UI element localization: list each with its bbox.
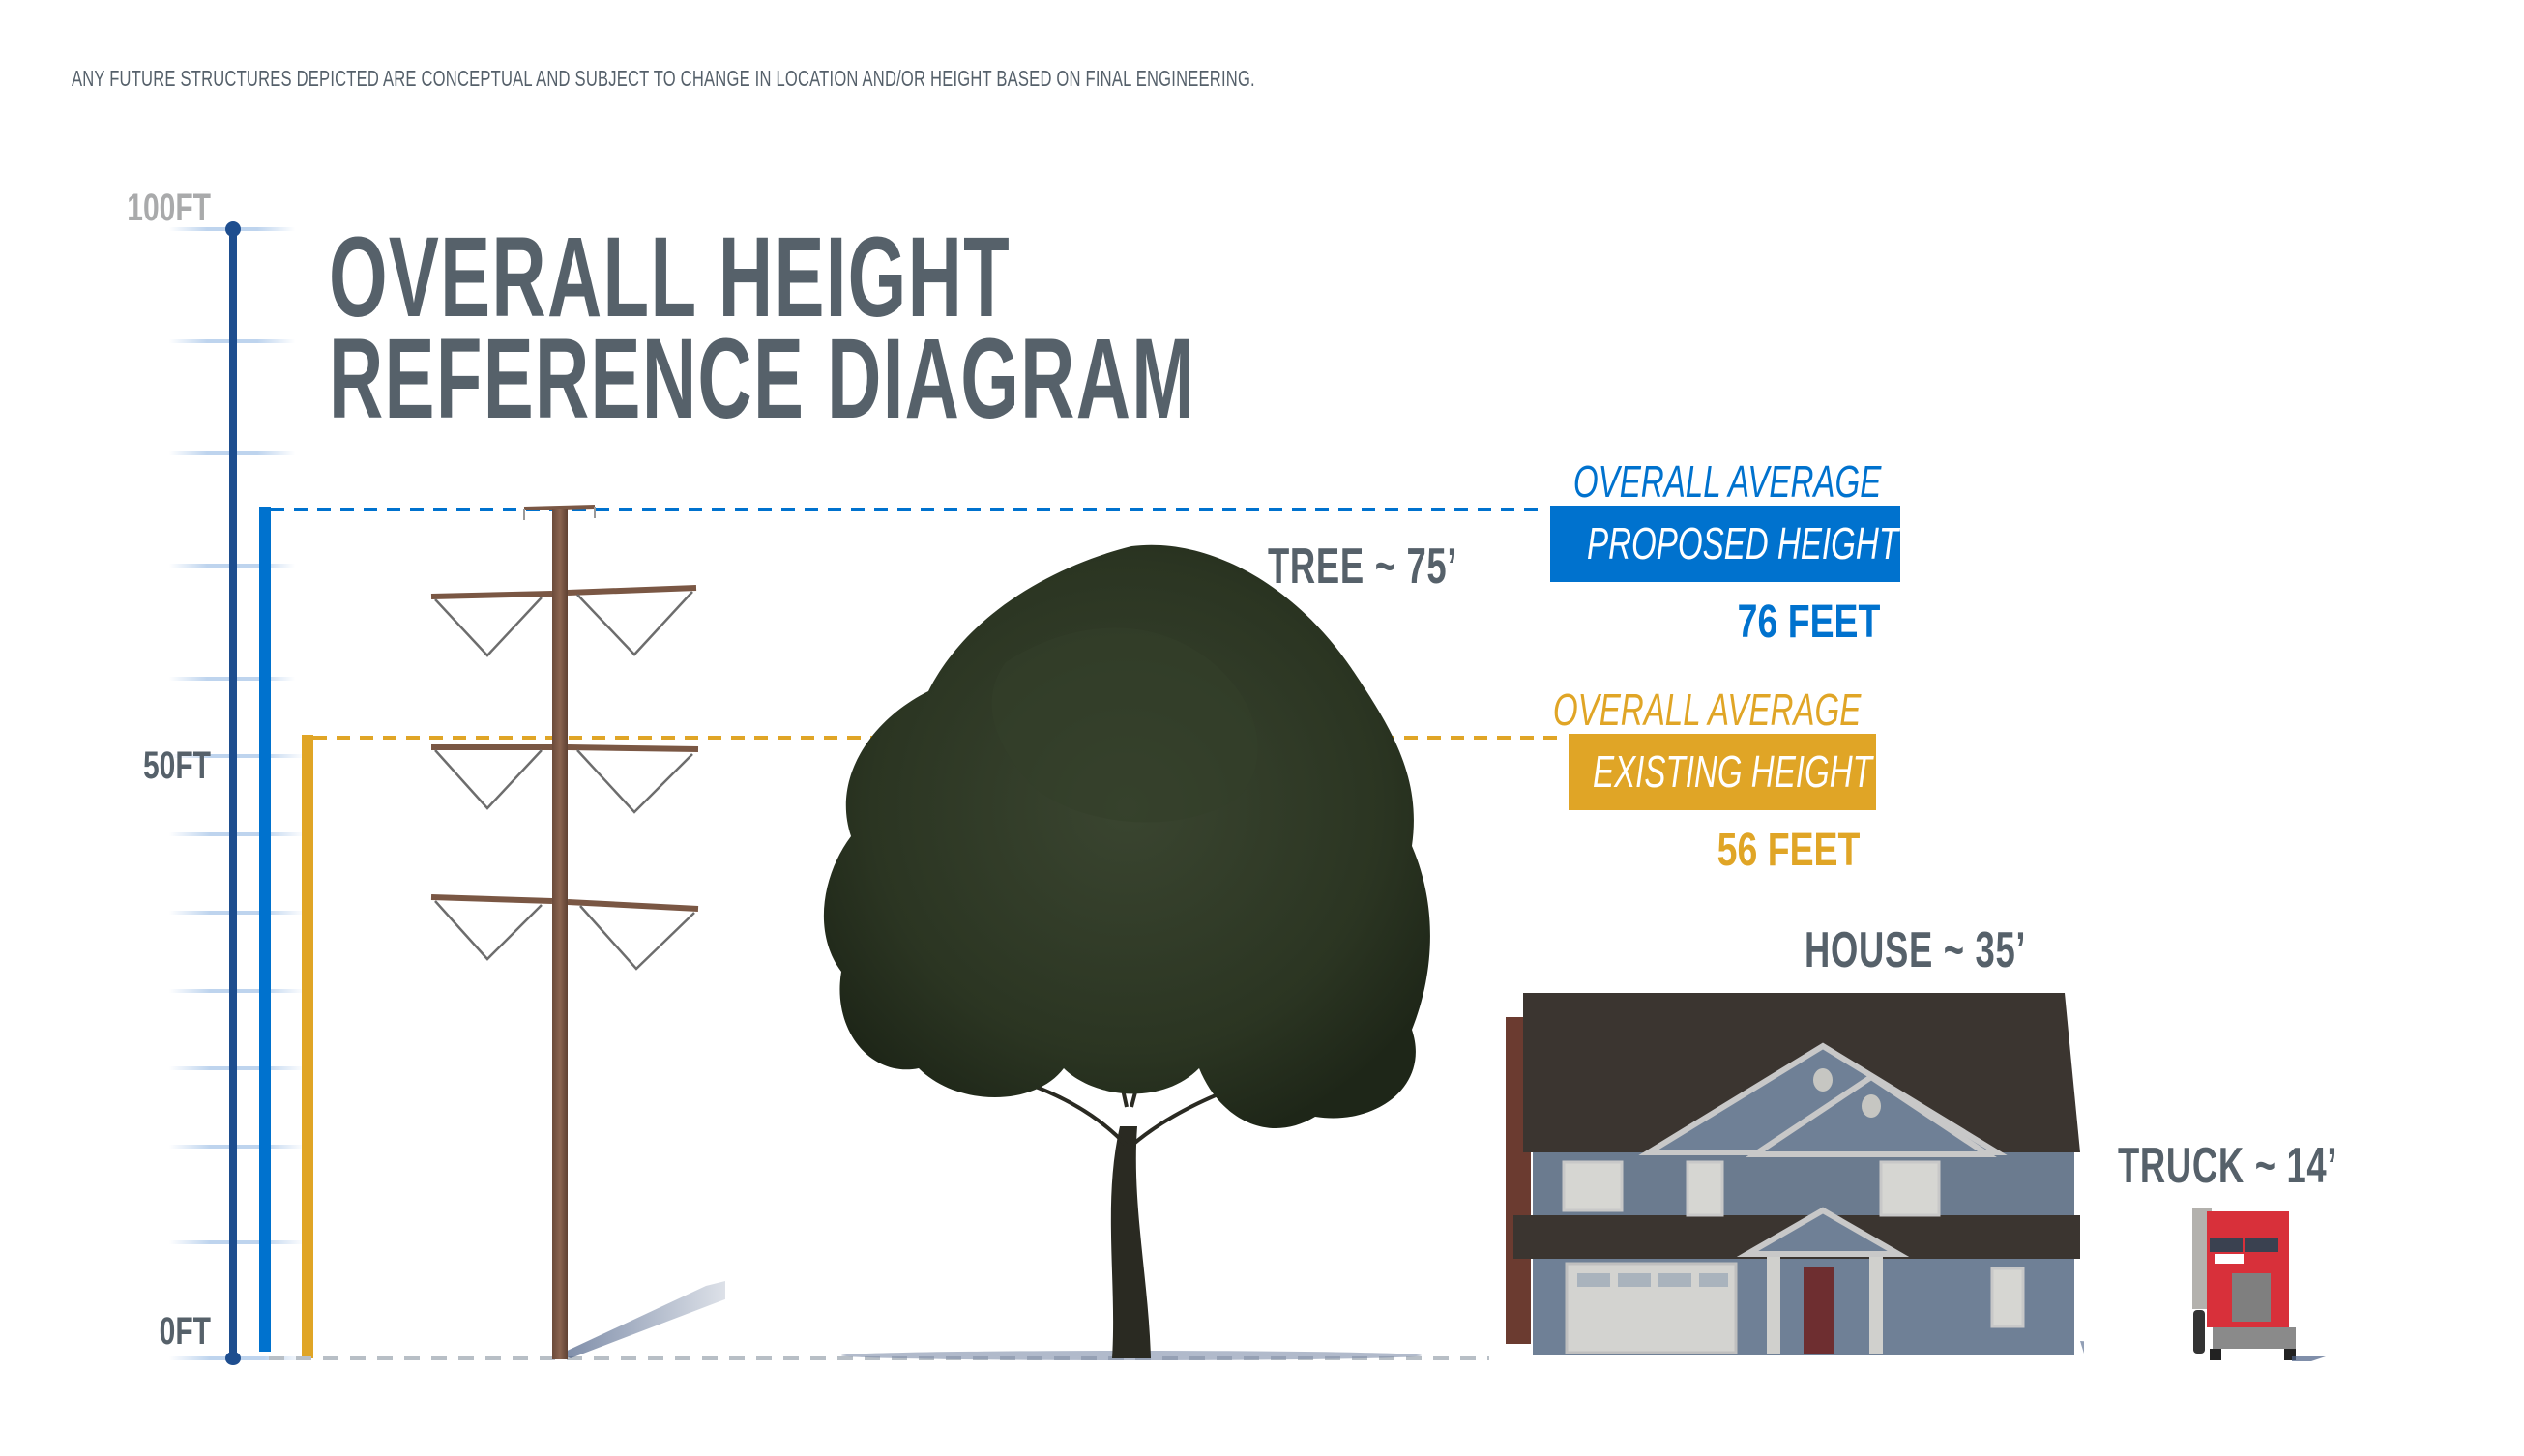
proposed-value: 76 FEET (1737, 597, 1880, 648)
proposed-height-bar (259, 507, 271, 1352)
page-title-line-1: OVERALL HEIGHT (329, 214, 1012, 341)
truck-height-label: TRUCK ~ 14’ (2118, 1138, 2338, 1194)
scale-top-dot (225, 221, 241, 237)
tick-20 (169, 989, 305, 993)
scale-label-100ft: 100FT (127, 187, 211, 229)
existing-height-bar (302, 735, 313, 1358)
tree-illustration (823, 544, 1430, 1360)
scale-label-50ft: 50FT (142, 744, 211, 787)
disclaimer-text: ANY FUTURE STRUCTURES DEPICTED ARE CONCE… (72, 66, 1255, 91)
house-height-label: HOUSE ~ 35’ (1805, 922, 2027, 978)
scale-label-0ft: 0FT (159, 1310, 211, 1353)
scale-bottom-dot (225, 1352, 241, 1365)
house-illustration (1506, 993, 2084, 1355)
page-title-line-2: REFERENCE DIAGRAM (329, 315, 1196, 443)
existing-value: 56 FEET (1717, 825, 1860, 876)
transmission-pole-illustration (430, 505, 725, 1359)
existing-label-box: EXISTING HEIGHT (1569, 734, 1876, 810)
existing-label: EXISTING HEIGHT (1593, 746, 1872, 797)
proposed-label-box: PROPOSED HEIGHT (1550, 506, 1900, 582)
proposed-caption: OVERALL AVERAGE (1572, 456, 1881, 507)
truck-illustration (2192, 1208, 2326, 1361)
tree-height-label: TREE ~ 75’ (1268, 539, 1458, 595)
tick-2 (169, 1240, 305, 1244)
existing-caption: OVERALL AVERAGE (1552, 684, 1861, 735)
scale-bar (229, 230, 237, 1357)
tick-50 (169, 754, 305, 758)
tick-40 (169, 832, 305, 836)
tick-5 (169, 1145, 305, 1149)
proposed-label: PROPOSED HEIGHT (1587, 518, 1899, 568)
tick-10 (169, 1066, 305, 1070)
tick-30 (169, 911, 305, 915)
